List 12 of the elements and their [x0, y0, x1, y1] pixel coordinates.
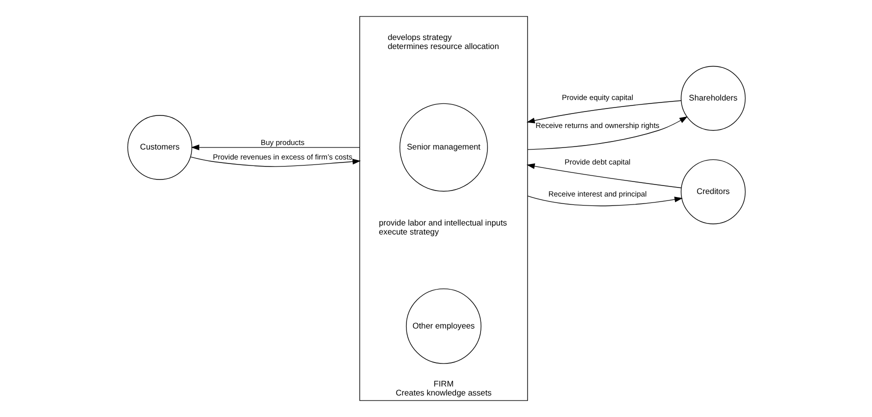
- arrow: [526, 196, 682, 206]
- edge-label: Receive returns and ownership rights: [535, 121, 659, 130]
- arrow: [190, 144, 360, 150]
- edge-label: Provide equity capital: [561, 93, 633, 102]
- edge-label: Provide revenues in excess of firm’s costs: [212, 152, 352, 162]
- edge-label: Provide debt capital: [564, 157, 630, 166]
- edge-label: Buy products: [260, 138, 304, 148]
- arrow: [190, 156, 360, 167]
- arrow: [526, 100, 681, 124]
- arrow: [526, 163, 682, 188]
- arrow: [526, 116, 688, 150]
- edge-label: Receive interest and principal: [548, 189, 646, 198]
